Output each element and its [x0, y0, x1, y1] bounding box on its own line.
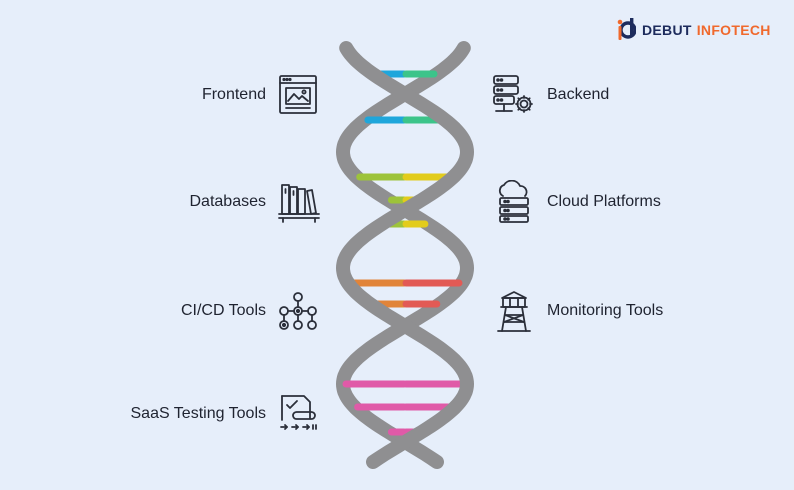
cloud-server-icon: [498, 180, 529, 223]
label-frontend: Frontend: [201, 86, 266, 103]
checklist-icon: [280, 395, 317, 430]
bookshelf-icon: [278, 184, 320, 223]
helix-strand-front: [335, 41, 475, 469]
helix-strand-back: [335, 41, 475, 469]
brand-logo-icon: [617, 18, 636, 40]
label-saas-testing-tools: SaaS Testing Tools: [130, 405, 267, 422]
label-backend: Backend: [547, 86, 610, 103]
label-monitoring-tools: Monitoring Tools: [547, 302, 664, 319]
label-databases: Databases: [189, 193, 267, 210]
brand-name-primary: DEBUT: [642, 22, 692, 38]
watchtower-icon: [497, 291, 531, 332]
server-gear-icon: [493, 75, 533, 113]
label-cicd-tools: CI/CD Tools: [180, 302, 266, 319]
brand-name-accent: INFOTECH: [696, 22, 771, 38]
label-cloud-platforms: Cloud Platforms: [547, 193, 661, 210]
node-network-icon: [279, 292, 317, 330]
browser-window-icon: [279, 75, 317, 114]
